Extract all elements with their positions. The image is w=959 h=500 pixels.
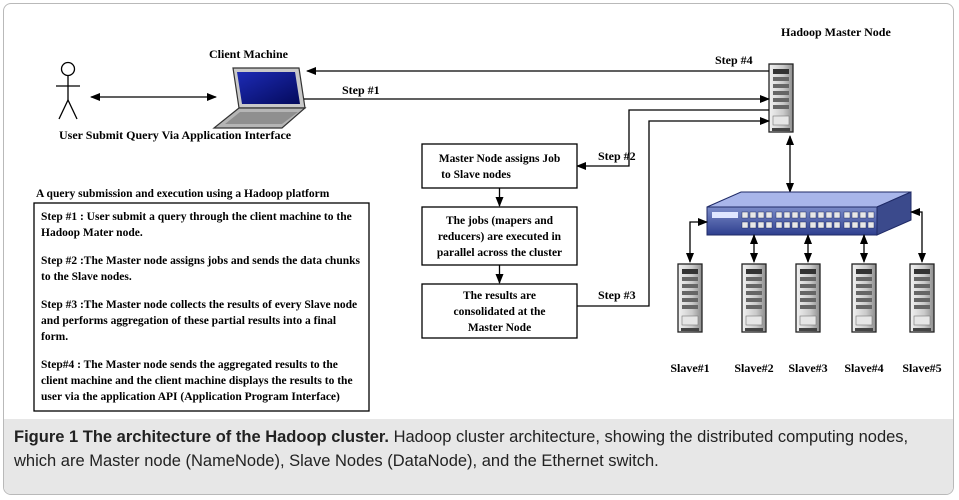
slave1-label: Slave#1 [670,361,709,375]
caption-area: Figure 1 The architecture of the Hadoop … [4,419,953,494]
slave4-server-icon [851,263,877,333]
switch-slave1-arrow [686,218,708,263]
note-step4: Step#4 : The Master node sends the aggre… [41,359,353,403]
step2-label: Step #2 [598,149,636,163]
slave1-server-icon [677,263,703,333]
step3-arrow [577,117,770,307]
figure-frame: User Submit Query Via Application Interf… [3,3,954,495]
hadoop-architecture-diagram: User Submit Query Via Application Interf… [33,25,942,412]
notes-title: A query submission and execution using a… [36,188,330,200]
note-step1: Step #1 : User submit a query through th… [41,211,352,239]
note-step3: Step #3 :The Master node collects the re… [41,299,358,343]
slave2-label: Slave#2 [734,361,773,375]
jobs-text-3: parallel across the cluster [437,247,562,259]
results-text-2: consolidated at the [454,306,546,318]
ethernet-switch-icon [706,191,912,236]
step1-label: Step #1 [342,83,380,97]
results-text-1: The results are [463,290,536,302]
slave4-label: Slave#4 [844,361,883,375]
client-machine-label: Client Machine [209,47,289,61]
results-consolidated-box [421,283,578,339]
assign-job-box [421,143,578,189]
user-icon [56,61,80,120]
master-node-label: Hadoop Master Node [781,25,891,39]
caption-title: Figure 1 The architecture of the Hadoop … [14,428,389,446]
step2-arrow [576,109,769,170]
notes-content: Step #1 : User submit a query through th… [41,209,366,417]
slave2-server-icon [741,263,767,333]
user-label: User Submit Query Via Application Interf… [59,128,292,142]
slave3-label: Slave#3 [788,361,827,375]
note-step2: Step #2 :The Master node assigns jobs an… [41,255,360,283]
laptop-icon [212,67,307,129]
switch-slave5-arrow [910,208,926,263]
notes-box [33,202,370,412]
jobs-text-1: The jobs (mapers and [446,215,554,227]
slave3-server-icon [795,263,821,333]
figure-caption: Figure 1 The architecture of the Hadoop … [14,425,943,473]
assign-job-text-1: Master Node assigns Job [439,153,561,165]
jobs-executed-box [421,206,578,266]
results-text-3: Master Node [468,322,531,334]
slave5-label: Slave#5 [902,361,941,375]
caption-text: Hadoop cluster architecture, showing the… [14,428,909,470]
assign-job-text-2: to Slave nodes [441,169,511,181]
jobs-text-2: reducers) are executed in [438,231,562,243]
step3-label: Step #3 [598,288,636,302]
step4-label: Step #4 [715,53,753,67]
master-server-icon [768,63,794,133]
slave5-server-icon [909,263,935,333]
